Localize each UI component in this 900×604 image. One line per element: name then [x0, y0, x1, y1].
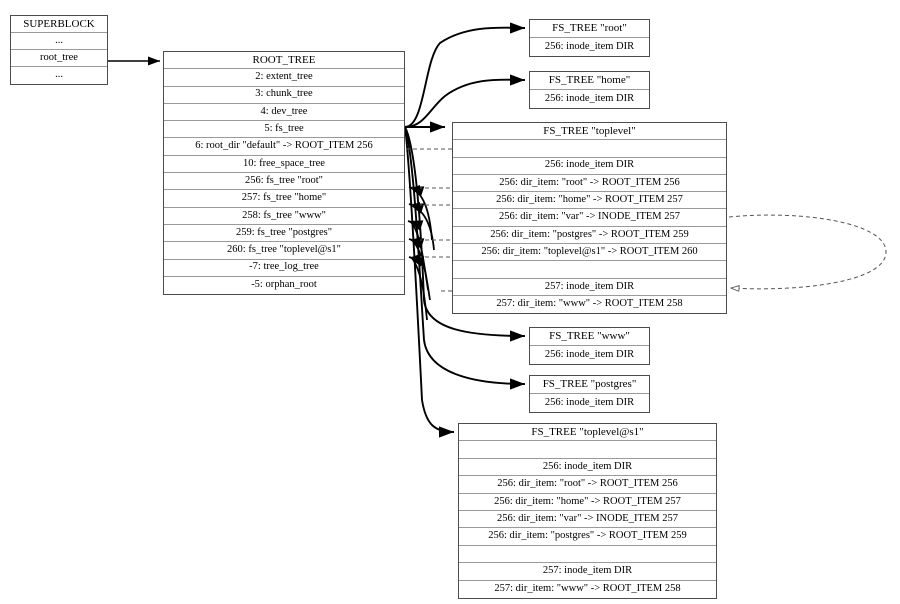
root-tree-row-orphan-root[interactable]: -5: orphan_root — [164, 276, 404, 295]
root-tree-row-root-dir-default[interactable]: 6: root_dir "default" -> ROOT_ITEM 256 — [164, 138, 404, 156]
node-fs-tree-postgres[interactable]: FS_TREE "postgres" 256: inode_item DIR — [529, 375, 650, 413]
superblock-row-ellipsis-top: ... — [11, 33, 107, 50]
fs-tree-toplevel-s1-row-dir-item-var[interactable]: 256: dir_item: "var" -> INODE_ITEM 257 — [459, 510, 716, 529]
edge-back-to-260 — [408, 256, 428, 321]
edge-back-to-256 — [408, 186, 433, 241]
root-tree-row-fs-tree-postgres[interactable]: 259: fs_tree "postgres" — [164, 224, 404, 243]
fs-tree-root-header: FS_TREE "root" — [530, 20, 649, 38]
root-tree-row-extent-tree[interactable]: 2: extent_tree — [164, 69, 404, 87]
fs-tree-toplevel-s1-spacer-top — [459, 441, 716, 459]
superblock-row-ellipsis-bottom: ... — [11, 67, 107, 84]
edge-back-to-258 — [407, 220, 429, 291]
root-tree-row-fs-tree[interactable]: 5: fs_tree — [164, 121, 404, 139]
fs-tree-toplevel-row-inode-257[interactable]: 257: inode_item DIR — [453, 278, 726, 296]
node-root-tree[interactable]: ROOT_TREE 2: extent_tree 3: chunk_tree 4… — [163, 51, 405, 296]
edge-back-to-259 — [408, 238, 431, 301]
edge-var-to-inode257 — [728, 214, 887, 289]
fs-tree-toplevel-s1-row-dir-item-www[interactable]: 257: dir_item: "www" -> ROOT_ITEM 258 — [459, 580, 716, 598]
superblock-header: SUPERBLOCK — [11, 16, 107, 33]
root-tree-header: ROOT_TREE — [164, 52, 404, 70]
fs-tree-toplevel-s1-spacer-mid — [459, 545, 716, 564]
node-fs-tree-toplevel-s1[interactable]: FS_TREE "toplevel@s1" 256: inode_item DI… — [458, 423, 717, 599]
fs-tree-home-header: FS_TREE "home" — [530, 72, 649, 90]
root-tree-row-dev-tree[interactable]: 4: dev_tree — [164, 103, 404, 122]
edge-fstree-to-toplevel-s1 — [404, 126, 455, 438]
fs-tree-toplevel-spacer-top — [453, 140, 726, 158]
node-fs-tree-home[interactable]: FS_TREE "home" 256: inode_item DIR — [529, 71, 650, 109]
node-fs-tree-www[interactable]: FS_TREE "www" 256: inode_item DIR — [529, 327, 650, 365]
root-tree-row-fs-tree-www[interactable]: 258: fs_tree "www" — [164, 207, 404, 225]
fs-tree-home-row-inode-item[interactable]: 256: inode_item DIR — [530, 90, 649, 108]
node-superblock[interactable]: SUPERBLOCK ... root_tree ... — [10, 15, 108, 85]
node-fs-tree-root[interactable]: FS_TREE "root" 256: inode_item DIR — [529, 19, 650, 57]
edge-back-to-257 — [408, 203, 435, 251]
fs-tree-toplevel-row-dir-item-var[interactable]: 256: dir_item: "var" -> INODE_ITEM 257 — [453, 209, 726, 227]
fs-tree-toplevel-spacer-mid — [453, 261, 726, 279]
fs-tree-toplevel-header: FS_TREE "toplevel" — [453, 123, 726, 141]
fs-tree-toplevel-s1-row-dir-item-root[interactable]: 256: dir_item: "root" -> ROOT_ITEM 256 — [459, 476, 716, 494]
fs-tree-toplevel-s1-row-inode-256[interactable]: 256: inode_item DIR — [459, 458, 716, 477]
fs-tree-toplevel-row-dir-item-toplevel-s1[interactable]: 256: dir_item: "toplevel@s1" -> ROOT_ITE… — [453, 244, 726, 262]
fs-tree-www-header: FS_TREE "www" — [530, 328, 649, 346]
fs-tree-toplevel-row-dir-item-www[interactable]: 257: dir_item: "www" -> ROOT_ITEM 258 — [453, 295, 726, 314]
fs-tree-toplevel-s1-row-dir-item-postgres[interactable]: 256: dir_item: "postgres" -> ROOT_ITEM 2… — [459, 528, 716, 546]
fs-tree-toplevel-row-dir-item-root[interactable]: 256: dir_item: "root" -> ROOT_ITEM 256 — [453, 174, 726, 193]
edge-fstree-to-fs-home — [404, 74, 526, 128]
edge-fstree-to-fs-root — [404, 22, 526, 128]
fs-tree-toplevel-s1-row-dir-item-home[interactable]: 256: dir_item: "home" -> ROOT_ITEM 257 — [459, 493, 716, 511]
root-tree-row-fs-tree-root[interactable]: 256: fs_tree "root" — [164, 173, 404, 191]
root-tree-row-fs-tree-toplevel-s1[interactable]: 260: fs_tree "toplevel@s1" — [164, 242, 404, 260]
node-fs-tree-toplevel[interactable]: FS_TREE "toplevel" 256: inode_item DIR 2… — [452, 122, 727, 315]
root-tree-row-free-space-tree[interactable]: 10: free_space_tree — [164, 155, 404, 174]
fs-tree-postgres-row-inode-item[interactable]: 256: inode_item DIR — [530, 394, 649, 412]
fs-tree-www-row-inode-item[interactable]: 256: inode_item DIR — [530, 346, 649, 364]
root-tree-row-fs-tree-home[interactable]: 257: fs_tree "home" — [164, 190, 404, 208]
fs-tree-toplevel-s1-row-inode-257[interactable]: 257: inode_item DIR — [459, 563, 716, 581]
fs-tree-toplevel-row-dir-item-postgres[interactable]: 256: dir_item: "postgres" -> ROOT_ITEM 2… — [453, 226, 726, 245]
fs-tree-toplevel-s1-header: FS_TREE "toplevel@s1" — [459, 424, 716, 442]
fs-tree-postgres-header: FS_TREE "postgres" — [530, 376, 649, 394]
root-tree-row-tree-log-tree[interactable]: -7: tree_log_tree — [164, 259, 404, 277]
superblock-row-root-tree[interactable]: root_tree — [11, 50, 107, 67]
fs-tree-toplevel-row-inode-256[interactable]: 256: inode_item DIR — [453, 157, 726, 175]
fs-tree-root-row-inode-item[interactable]: 256: inode_item DIR — [530, 38, 649, 56]
fs-tree-toplevel-row-dir-item-home[interactable]: 256: dir_item: "home" -> ROOT_ITEM 257 — [453, 192, 726, 210]
root-tree-row-chunk-tree[interactable]: 3: chunk_tree — [164, 86, 404, 104]
